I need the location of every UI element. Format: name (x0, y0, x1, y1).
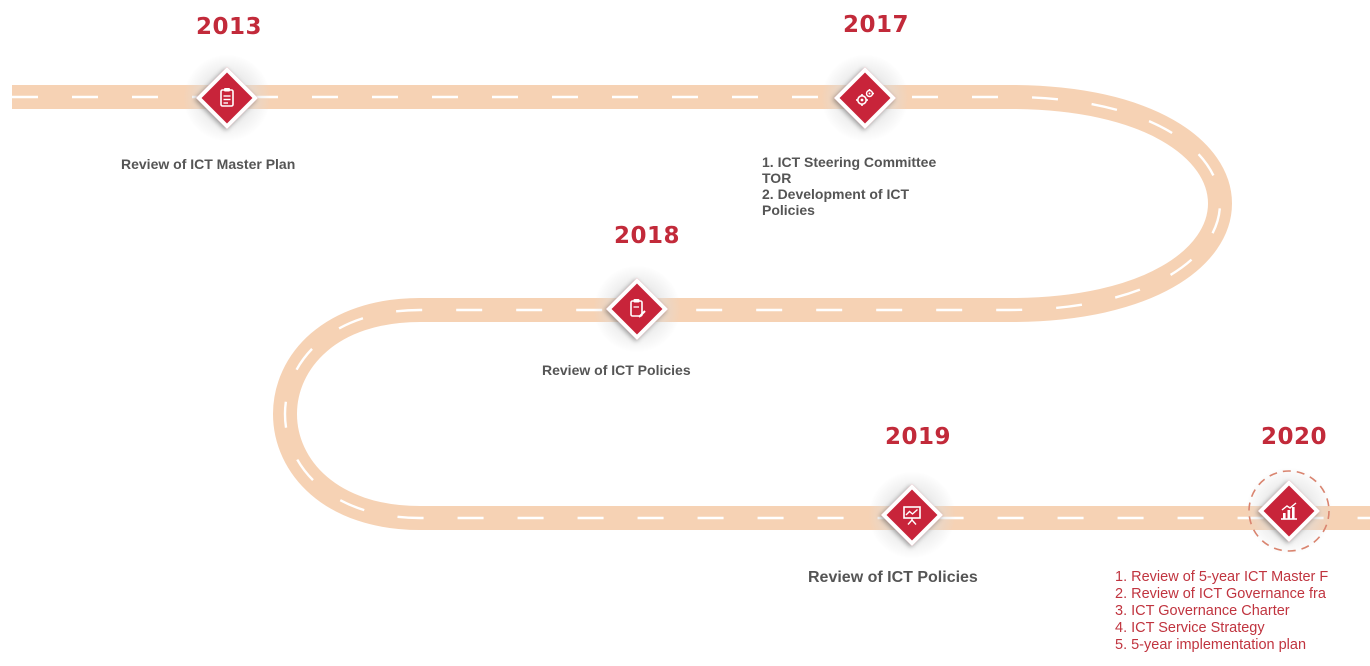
list-item: 5. 5-year implementation plan (1115, 637, 1307, 653)
list-item: 1. ICT Steering Committee (762, 154, 937, 170)
list-item: Policies (762, 202, 815, 218)
year-label-2013: 2013 (196, 14, 263, 40)
dashed-ring (1248, 470, 1330, 552)
milestone-marker-2013[interactable] (184, 55, 270, 141)
milestone-marker-2018[interactable] (594, 266, 680, 352)
presentation-chart-icon (903, 506, 921, 525)
list-item: 4. ICT Service Strategy (1115, 620, 1265, 636)
list-item: 2. Development of ICT (762, 186, 910, 202)
list-item: 1. Review of 5-year ICT Master F (1115, 569, 1329, 585)
milestone-marker-2017[interactable] (822, 55, 908, 141)
growth-chart-icon (1281, 502, 1297, 520)
year-label-2020: 2020 (1261, 424, 1328, 450)
milestone-marker-2020[interactable] (1246, 468, 1332, 554)
year-label-2018: 2018 (614, 223, 681, 249)
list-item: 3. ICT Governance Charter (1115, 603, 1290, 619)
year-label-2017: 2017 (843, 12, 910, 38)
milestone-2017-list: 1. ICT Steering Committee TOR 2. Develop… (762, 154, 936, 218)
milestone-2013-text: Review of ICT Master Plan (121, 156, 296, 172)
road-center-dashes (12, 95, 1370, 520)
year-label-2019: 2019 (885, 424, 952, 450)
milestone-2019-text: Review of ICT Policies (808, 569, 978, 586)
clipboard-icon (220, 88, 234, 107)
gears-icon (856, 89, 874, 106)
milestone-2020-list: 1. Review of 5-year ICT Master F 2. Revi… (1115, 569, 1328, 654)
list-item: 2. Review of ICT Governance fra (1115, 586, 1326, 602)
milestone-marker-2019[interactable] (869, 472, 955, 558)
milestone-2018-text: Review of ICT Policies (542, 362, 691, 378)
clipboard-edit-icon (630, 299, 646, 318)
list-item: TOR (762, 170, 792, 186)
